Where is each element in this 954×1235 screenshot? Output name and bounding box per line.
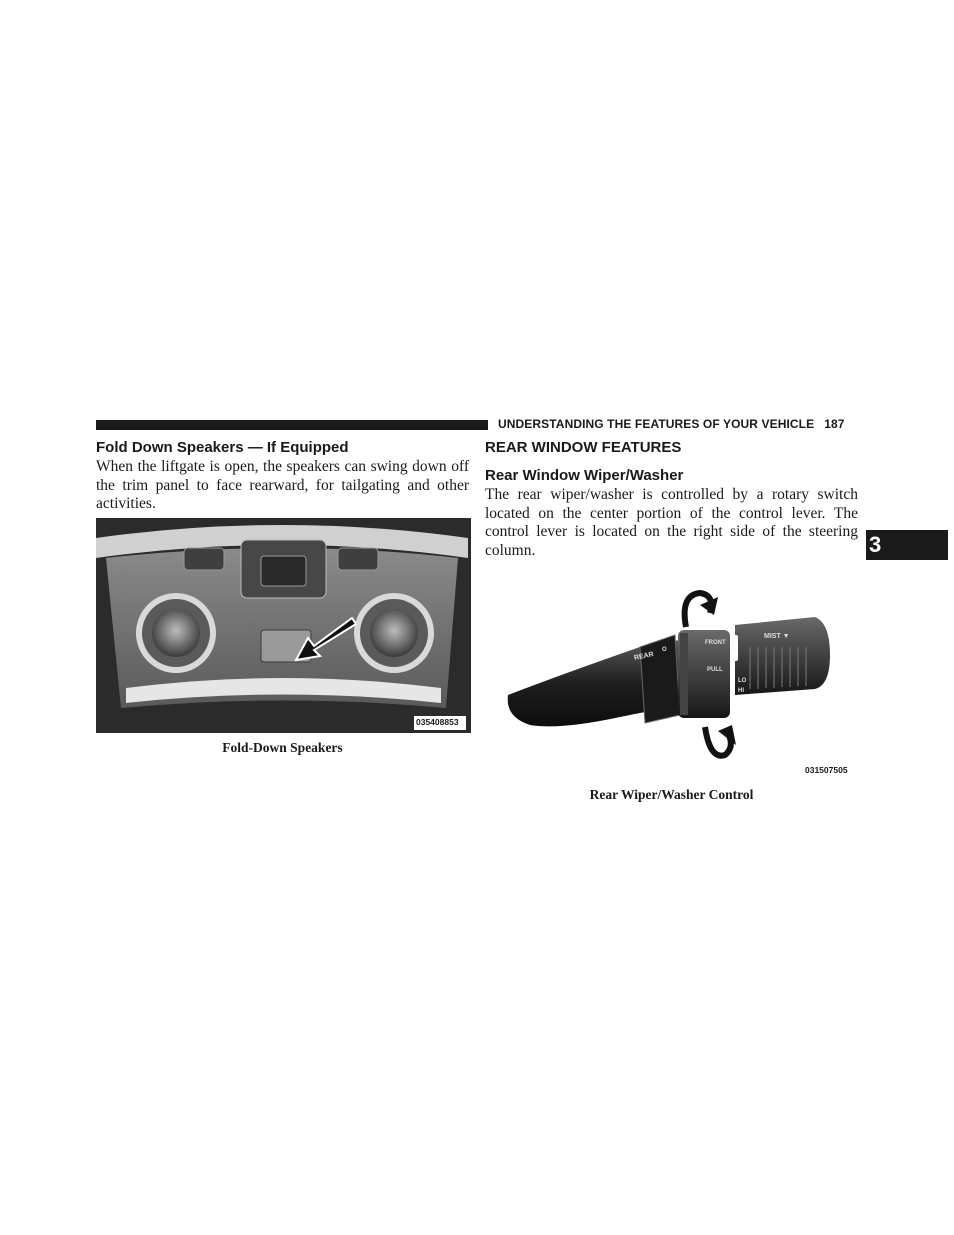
left-column: Fold Down Speakers — If Equipped When th… <box>96 439 469 514</box>
hi-label: HI <box>738 688 744 694</box>
header-rule <box>96 420 488 430</box>
right-column: REAR WINDOW FEATURES Rear Window Wiper/W… <box>485 439 858 560</box>
mist-label: MIST ▼ <box>764 633 790 640</box>
wiper-lever-illustration <box>507 589 858 777</box>
fold-down-speakers-figure: 035408853 <box>96 518 471 733</box>
page-number: 187 <box>824 417 845 431</box>
pull-label: PULL <box>707 667 723 673</box>
fold-down-speakers-heading: Fold Down Speakers — If Equipped <box>96 439 349 456</box>
rear-wiper-control-caption: Rear Wiper/Washer Control <box>589 787 754 802</box>
running-header: UNDERSTANDING THE FEATURES OF YOUR VEHIC… <box>498 417 845 431</box>
section-title: UNDERSTANDING THE FEATURES OF YOUR VEHIC… <box>498 417 815 431</box>
figure-code: 035408853 <box>416 717 459 727</box>
rear-window-features-heading: REAR WINDOW FEATURES <box>485 439 682 456</box>
rear-wiper-control-figure: REAR FRONT PULL MIST ▼ LO HI O 031507505 <box>500 585 860 780</box>
rear-wiper-washer-subheading: Rear Window Wiper/Washer <box>485 467 684 484</box>
speakers-illustration <box>96 518 471 733</box>
lo-label: LO <box>738 678 747 684</box>
off-label: O <box>662 647 667 653</box>
front-label: FRONT <box>705 640 726 646</box>
figure-code: 031507505 <box>805 765 848 775</box>
fold-down-speakers-caption: Fold-Down Speakers <box>222 740 343 755</box>
rear-wiper-washer-text: The rear wiper/washer is controlled by a… <box>485 486 858 559</box>
chapter-tab: 3 <box>866 530 948 560</box>
fold-down-speakers-text: When the liftgate is open, the speakers … <box>96 458 469 513</box>
